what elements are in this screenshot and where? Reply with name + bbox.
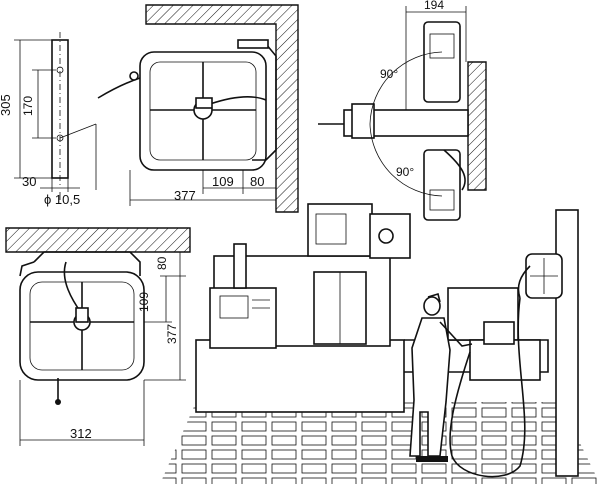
air-hose xyxy=(449,297,526,478)
hose-nozzle xyxy=(195,97,213,109)
wall-section-right xyxy=(467,61,487,191)
dim-top-194: 194 xyxy=(424,0,444,12)
swivel-arc-lower xyxy=(369,123,443,197)
bracket-detail: 305 170 30 ϕ 10,5 xyxy=(0,32,97,207)
ceiling-mount-view: 80 109 377 312 xyxy=(5,227,191,446)
floor-tiles xyxy=(160,402,600,484)
dim-bracket-height: 305 xyxy=(0,94,13,116)
signal-column xyxy=(233,243,247,289)
building-column xyxy=(555,209,579,477)
dim-ceiling-width-312: 312 xyxy=(70,426,92,441)
machine-base xyxy=(195,339,405,413)
dim-bracket-width: 30 xyxy=(22,174,36,189)
dim-angle-upper: 90° xyxy=(380,67,398,81)
head-reel xyxy=(378,228,394,244)
ceiling-slab xyxy=(5,227,191,253)
ceiling-arm xyxy=(33,251,141,276)
dim-ceiling-377: 377 xyxy=(165,324,179,344)
swivel-arc-upper xyxy=(369,51,443,125)
side-wall-view: 377 109 80 xyxy=(97,4,299,213)
reel-lower xyxy=(423,149,461,221)
dim-hole-diameter: ϕ 10,5 xyxy=(44,192,80,207)
dim-hole-spacing: 170 xyxy=(21,96,35,116)
worker-figure xyxy=(409,292,473,462)
machine-head xyxy=(307,203,373,257)
reel-upper xyxy=(423,21,461,103)
dim-offset-109: 109 xyxy=(212,174,234,189)
dim-ceiling-109: 109 xyxy=(137,292,151,312)
workpiece xyxy=(483,321,515,345)
dim-overall-377: 377 xyxy=(174,188,196,203)
dim-ceiling-80: 80 xyxy=(155,256,169,270)
swivel-top-view: 90° 90° 194 xyxy=(318,0,487,221)
workshop-scene xyxy=(160,203,600,484)
dim-angle-lower: 90° xyxy=(396,165,414,179)
wall-corner xyxy=(145,4,299,213)
hose-outlet xyxy=(97,77,141,99)
dim-offset-80: 80 xyxy=(250,174,264,189)
